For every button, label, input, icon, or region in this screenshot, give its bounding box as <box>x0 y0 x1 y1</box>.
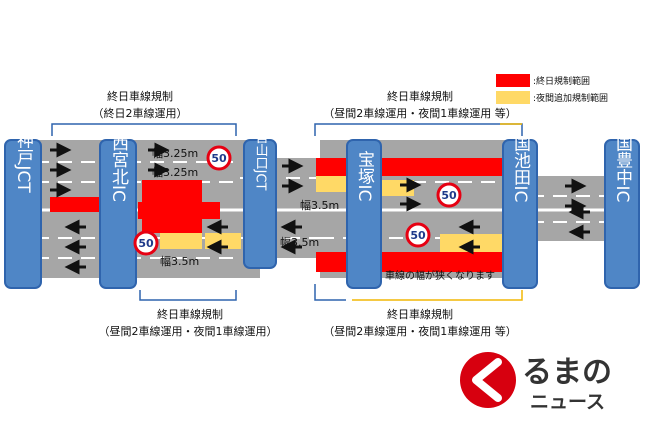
chugoku-toyonaka-ic-label: 中国豊中IC <box>612 118 633 203</box>
nishinomiyakita-ic-label: 西宮北IC <box>108 134 129 202</box>
allday-zone <box>380 252 504 272</box>
regulation-note-bottom-left-detail: （昼間2車線運用・夜間1車線運用） <box>99 324 278 338</box>
lane-width-label: 幅3.5m <box>300 199 339 212</box>
legend: :終日規制範囲 :夜間追加規制範囲 <box>496 74 608 104</box>
legend-allday-swatch <box>496 74 530 87</box>
allday-zone <box>50 197 100 212</box>
logo-circle-icon <box>460 352 516 408</box>
night-regulation-zones <box>160 176 502 252</box>
allday-zone <box>142 180 202 202</box>
bracket-bottom-right-blue <box>314 284 346 301</box>
night-zone <box>440 234 502 252</box>
legend-night-label: :夜間追加規制範囲 <box>533 92 608 104</box>
nishinomiya-yamaguchi-jct-label: 西宮山口JCT <box>253 118 269 191</box>
speed-limit-sign-icon: 50 <box>133 230 159 256</box>
bracket-bottom-right-yellow <box>352 290 523 301</box>
lane-width-label: 幅3.5m <box>280 236 319 249</box>
chugoku-ikeda-ic-label: 中国池田IC <box>510 118 531 203</box>
regulation-note-top-left-title: 終日車線規制 <box>107 89 173 103</box>
kobe-jct-box <box>4 139 42 289</box>
chugoku-toyonaka-ic-box <box>604 139 640 289</box>
regulation-note-top-right-detail: （昼間2車線運用・夜間1車線運用 等） <box>323 106 517 120</box>
speed-limit-sign-icon: 50 <box>405 222 431 248</box>
legend-allday-label: :終日規制範囲 <box>533 75 590 87</box>
regulation-notes: 終日車線規制 （終日2車線運用） 終日車線規制 （昼間2車線運用・夜間1車線運用… <box>93 89 517 338</box>
svg-text:50: 50 <box>138 237 154 250</box>
bracket-top-right <box>314 123 523 136</box>
lane-width-label: 幅3.5m <box>160 255 199 268</box>
kobe-jct-label: 神戸JCT <box>13 131 34 193</box>
night-zone <box>380 180 414 196</box>
speed-limit-sign-icon: 50 <box>206 145 232 171</box>
nishinomiya-yamaguchi-jct-box <box>243 139 277 269</box>
nishinomiyakita-ic-box <box>99 139 137 289</box>
narrow-lane-note: 車線の幅が狭くなります <box>385 269 495 282</box>
logo-chevron-icon <box>472 358 502 402</box>
chugoku-ikeda-ic-box <box>502 139 538 289</box>
regulation-note-top-left-detail: （終日2車線運用） <box>93 106 188 120</box>
svg-text:50: 50 <box>211 152 227 165</box>
lane-width-labels: 幅3.25m 幅3.25m 幅3.5m 幅3.5m 幅3.5m <box>152 147 339 268</box>
speed-limit-sign-icon: 50 <box>436 182 462 208</box>
legend-night-swatch <box>496 91 530 104</box>
traffic-arrows <box>50 142 590 275</box>
logo-text-line2: ニュース <box>530 391 605 413</box>
bracket-bottom-left <box>139 290 237 301</box>
bracket-top-left <box>51 123 237 136</box>
takarazuka-ic-box <box>346 139 382 289</box>
svg-text:50: 50 <box>441 189 457 202</box>
lane-width-label: 幅3.25m <box>152 166 198 179</box>
takarazuka-ic-label: 宝塚IC <box>354 151 375 202</box>
logo-text-line1: るまの <box>522 355 612 390</box>
regulation-note-bottom-left-title: 終日車線規制 <box>157 307 223 321</box>
allday-zone <box>316 252 350 272</box>
allday-zone <box>316 158 350 176</box>
regulation-note-bottom-right-title: 終日車線規制 <box>387 307 453 321</box>
kurumanonews-logo: るまの ニュース <box>460 352 612 413</box>
speed-limit-signs: 50 50 50 50 <box>133 145 462 256</box>
allday-zone <box>142 219 202 233</box>
allday-zone <box>138 202 220 219</box>
interchange-boxes: 神戸JCT 西宮北IC 西宮山口JCT 宝塚IC 中国池田IC 中国豊中IC <box>4 118 640 289</box>
regulation-note-top-right-title: 終日車線規制 <box>387 89 453 103</box>
allday-zone <box>380 158 504 176</box>
night-zone <box>160 233 202 249</box>
lane-width-label: 幅3.25m <box>152 147 198 160</box>
night-zone <box>316 176 348 192</box>
regulation-note-bottom-right-detail: （昼間2車線運用・夜間1車線運用 等） <box>323 324 517 338</box>
allday-regulation-zones <box>50 158 504 272</box>
svg-text:50: 50 <box>410 229 426 242</box>
regulation-brackets <box>51 123 523 301</box>
